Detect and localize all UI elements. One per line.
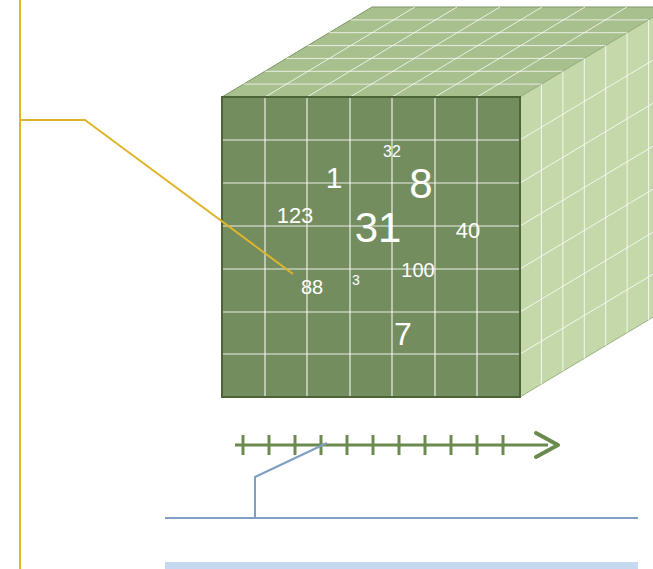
front-grid bbox=[223, 98, 519, 396]
callout-number: 100 bbox=[401, 260, 434, 280]
callout-number: 123 bbox=[277, 205, 314, 227]
callout-number: 8 bbox=[409, 163, 432, 205]
callout-number: 3 bbox=[352, 273, 360, 287]
timeline-line bbox=[165, 517, 638, 519]
callout-number: 31 bbox=[355, 207, 402, 249]
timeline-bar bbox=[165, 562, 638, 569]
callout-number: 1 bbox=[326, 163, 343, 193]
timeline-leader bbox=[255, 443, 327, 518]
callout-number: 7 bbox=[394, 318, 412, 350]
cube-front-face bbox=[222, 97, 520, 397]
callout-number: 88 bbox=[301, 277, 323, 297]
cube-right-face bbox=[520, 7, 653, 397]
axis-arrowhead bbox=[536, 433, 558, 457]
callout-number: 32 bbox=[383, 144, 401, 160]
callout-number: 40 bbox=[456, 220, 480, 242]
right-grid bbox=[520, 20, 653, 384]
leader-line bbox=[20, 120, 293, 274]
bracket-line bbox=[19, 0, 21, 569]
time-axis bbox=[235, 435, 548, 455]
